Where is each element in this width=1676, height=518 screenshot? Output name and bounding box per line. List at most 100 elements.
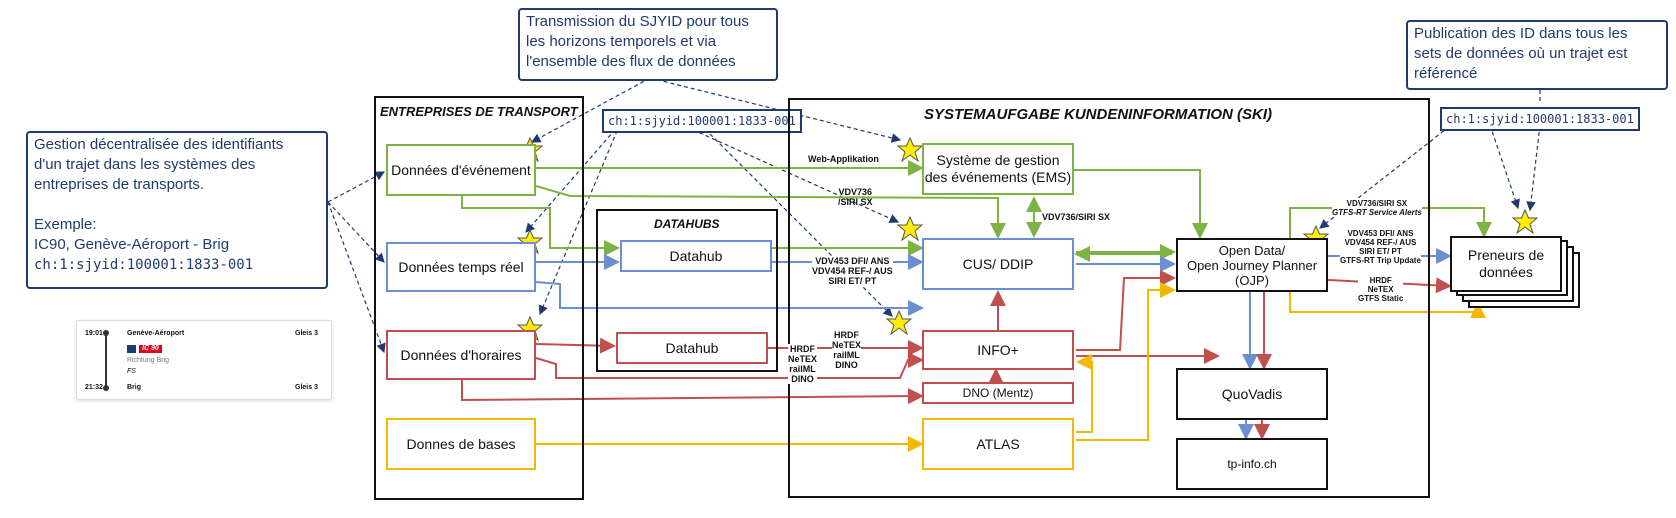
star-icon [896,215,924,242]
departure-time: 19:01 [85,330,103,337]
frame-ski: SYSTEMAUFGABE KUNDENINFORMATION (SKI) [788,98,1430,498]
flow-line [1289,292,1486,318]
flow-line [535,185,1006,239]
note-text: Gestion décentralisée des identifiants [34,136,284,153]
note-text: entreprises de transports. [34,176,205,193]
node-event-data[interactable]: Données d'événement [386,144,536,196]
label-line: GTFS-RT Trip Update [1340,256,1421,265]
label-right-bottom: HRDF NeTEX GTFS Static [1358,276,1404,303]
pointer-line [1526,124,1541,212]
star-icon [885,309,913,336]
node-datahub-timetable[interactable]: Datahub [616,332,768,364]
note-example-text: IC90, Genève-Aéroport - Brig [34,236,230,253]
flow-line [535,281,924,316]
label-line: HRDF [790,344,815,354]
timetable-card: 19:01 Genève-Aéroport Gleis 3 IC 90 Rich… [76,320,332,400]
flow-line [461,374,924,405]
node-info-plus[interactable]: INFO+ [922,330,1074,370]
node-tp-info[interactable]: tp-info.ch [1176,438,1328,490]
node-datahub-realtime[interactable]: Datahub [620,240,772,272]
label-vdv736: VDV736 /SIRI SX [838,187,873,207]
node-dno-mentz[interactable]: DNO (Mentz) [922,382,1074,404]
node-label: données [1479,264,1533,280]
label-hrdf-lower: HRDF NeTEX railML DINO [788,344,818,384]
node-data-consumers[interactable]: Preneurs de données [1450,236,1562,292]
label-line: NeTEX [832,340,862,350]
node-atlas[interactable]: ATLAS [922,418,1074,470]
timeline-dot [103,330,109,336]
node-realtime-data[interactable]: Données temps réel [386,242,536,292]
frame-title: ENTREPRISES DE TRANSPORT [380,104,578,119]
label-line: DINO [791,374,814,384]
label-line: GTFS-RT Service Alerts [1332,208,1422,217]
frame-transport-companies: ENTREPRISES DE TRANSPORT [374,96,584,500]
sjyid-code-center: ch:1:sjyid:100001:1833-001 [602,109,802,133]
node-quovadis[interactable]: QuoVadis [1176,368,1328,420]
train-extra-info: FS [127,368,136,375]
flow-line [1076,354,1093,433]
label-hrdf-upper: HRDF NeTEX railML DINO [832,330,862,370]
label-vdv736-ems: VDV736/SIRI SX [1042,212,1111,222]
flow-line [535,352,924,379]
node-label: Preneurs de [1467,247,1545,263]
label-right-mid: VDV453 DFI/ ANS VDV454 REF-/ AUS SIRI ET… [1340,229,1421,265]
label-line: DINO [835,360,858,370]
note-text: d'un trajet dans les systèmes des [34,156,256,173]
train-direction: Richtung Brig [127,357,170,364]
label-line: VDV453 DFI/ ANS [815,256,890,266]
pointer-line [538,123,621,316]
pointer-line [1489,124,1520,210]
note-decentralised-ids: Gestion décentralisée des identifiants d… [26,131,328,289]
note-example-title: Exemple: [34,216,97,233]
pointer-line [530,77,651,143]
node-label: Open Data/ [1218,242,1286,258]
note-publication: Publication des ID dans tous les sets de… [1406,20,1668,90]
node-base-data[interactable]: Donnes de bases [386,418,536,470]
label-line: HRDF [834,330,859,340]
label-line: SIRI ET/ PT [828,276,877,286]
label-vdv453: VDV453 DFI/ ANS VDV454 REF-/ AUS SIRI ET… [812,256,893,286]
pointer-line [525,123,621,233]
flow-line [1074,169,1208,239]
note-text: sets de données où un trajet est [1414,45,1628,62]
label-line: HRDF [1369,276,1392,285]
star-icon [896,136,924,163]
departure-track: Gleis 3 [295,330,318,337]
note-text: l'ensemble des flux de données [526,53,736,70]
flow-line [1076,270,1176,351]
node-cus-ddip[interactable]: CUS/ DDIP [922,238,1074,290]
sjyid-code-right: ch:1:sjyid:100001:1833-001 [1440,107,1640,131]
flow-line [461,196,620,256]
timeline-line [105,332,107,389]
frame-title: SYSTEMAUFGABE KUNDENINFORMATION (SKI) [924,106,1273,123]
note-example-code: ch:1:sjyid:100001:1833-001 [34,257,254,273]
node-label: des événements (EMS) [924,169,1072,185]
arrival-track: Gleis 3 [295,384,318,391]
label-line: /SIRI SX [838,197,873,207]
label-line: VDV736/SIRI SX [1346,199,1408,208]
label-line: VDV454 REF-/ AUS [812,266,893,276]
label-line: VDV453 DFI/ ANS [1347,229,1414,238]
label-line: NeTEX [788,354,818,364]
note-text: Transmission du SJYID pour tous [526,13,749,30]
node-label: Open Journey Planner [1186,257,1318,273]
label-right-top: VDV736/SIRI SX GTFS-RT Service Alerts [1332,199,1422,217]
train-badge: IC 90 [139,345,162,353]
node-ems[interactable]: Système de gestion des événements (EMS) [922,143,1074,195]
frame-title: DATAHUBS [654,217,720,231]
train-icon [127,345,136,353]
label-line: SIRI ET/ PT [1359,247,1402,256]
node-label: Système de gestion [936,152,1060,168]
node-ojp[interactable]: Open Data/ Open Journey Planner (OJP) [1176,238,1328,292]
departure-station: Genève-Aéroport [127,330,185,337]
flow-line [1076,282,1176,441]
label-line: NeTEX [1367,285,1394,294]
arrival-time: 21:32 [85,384,103,391]
label-line: GTFS Static [1358,294,1404,303]
star-icon [1511,208,1539,235]
label-line: railML [789,364,816,374]
label-line: VDV736 [838,187,873,197]
node-timetable-data[interactable]: Données d'horaires [386,330,536,380]
label-line: railML [833,350,860,360]
